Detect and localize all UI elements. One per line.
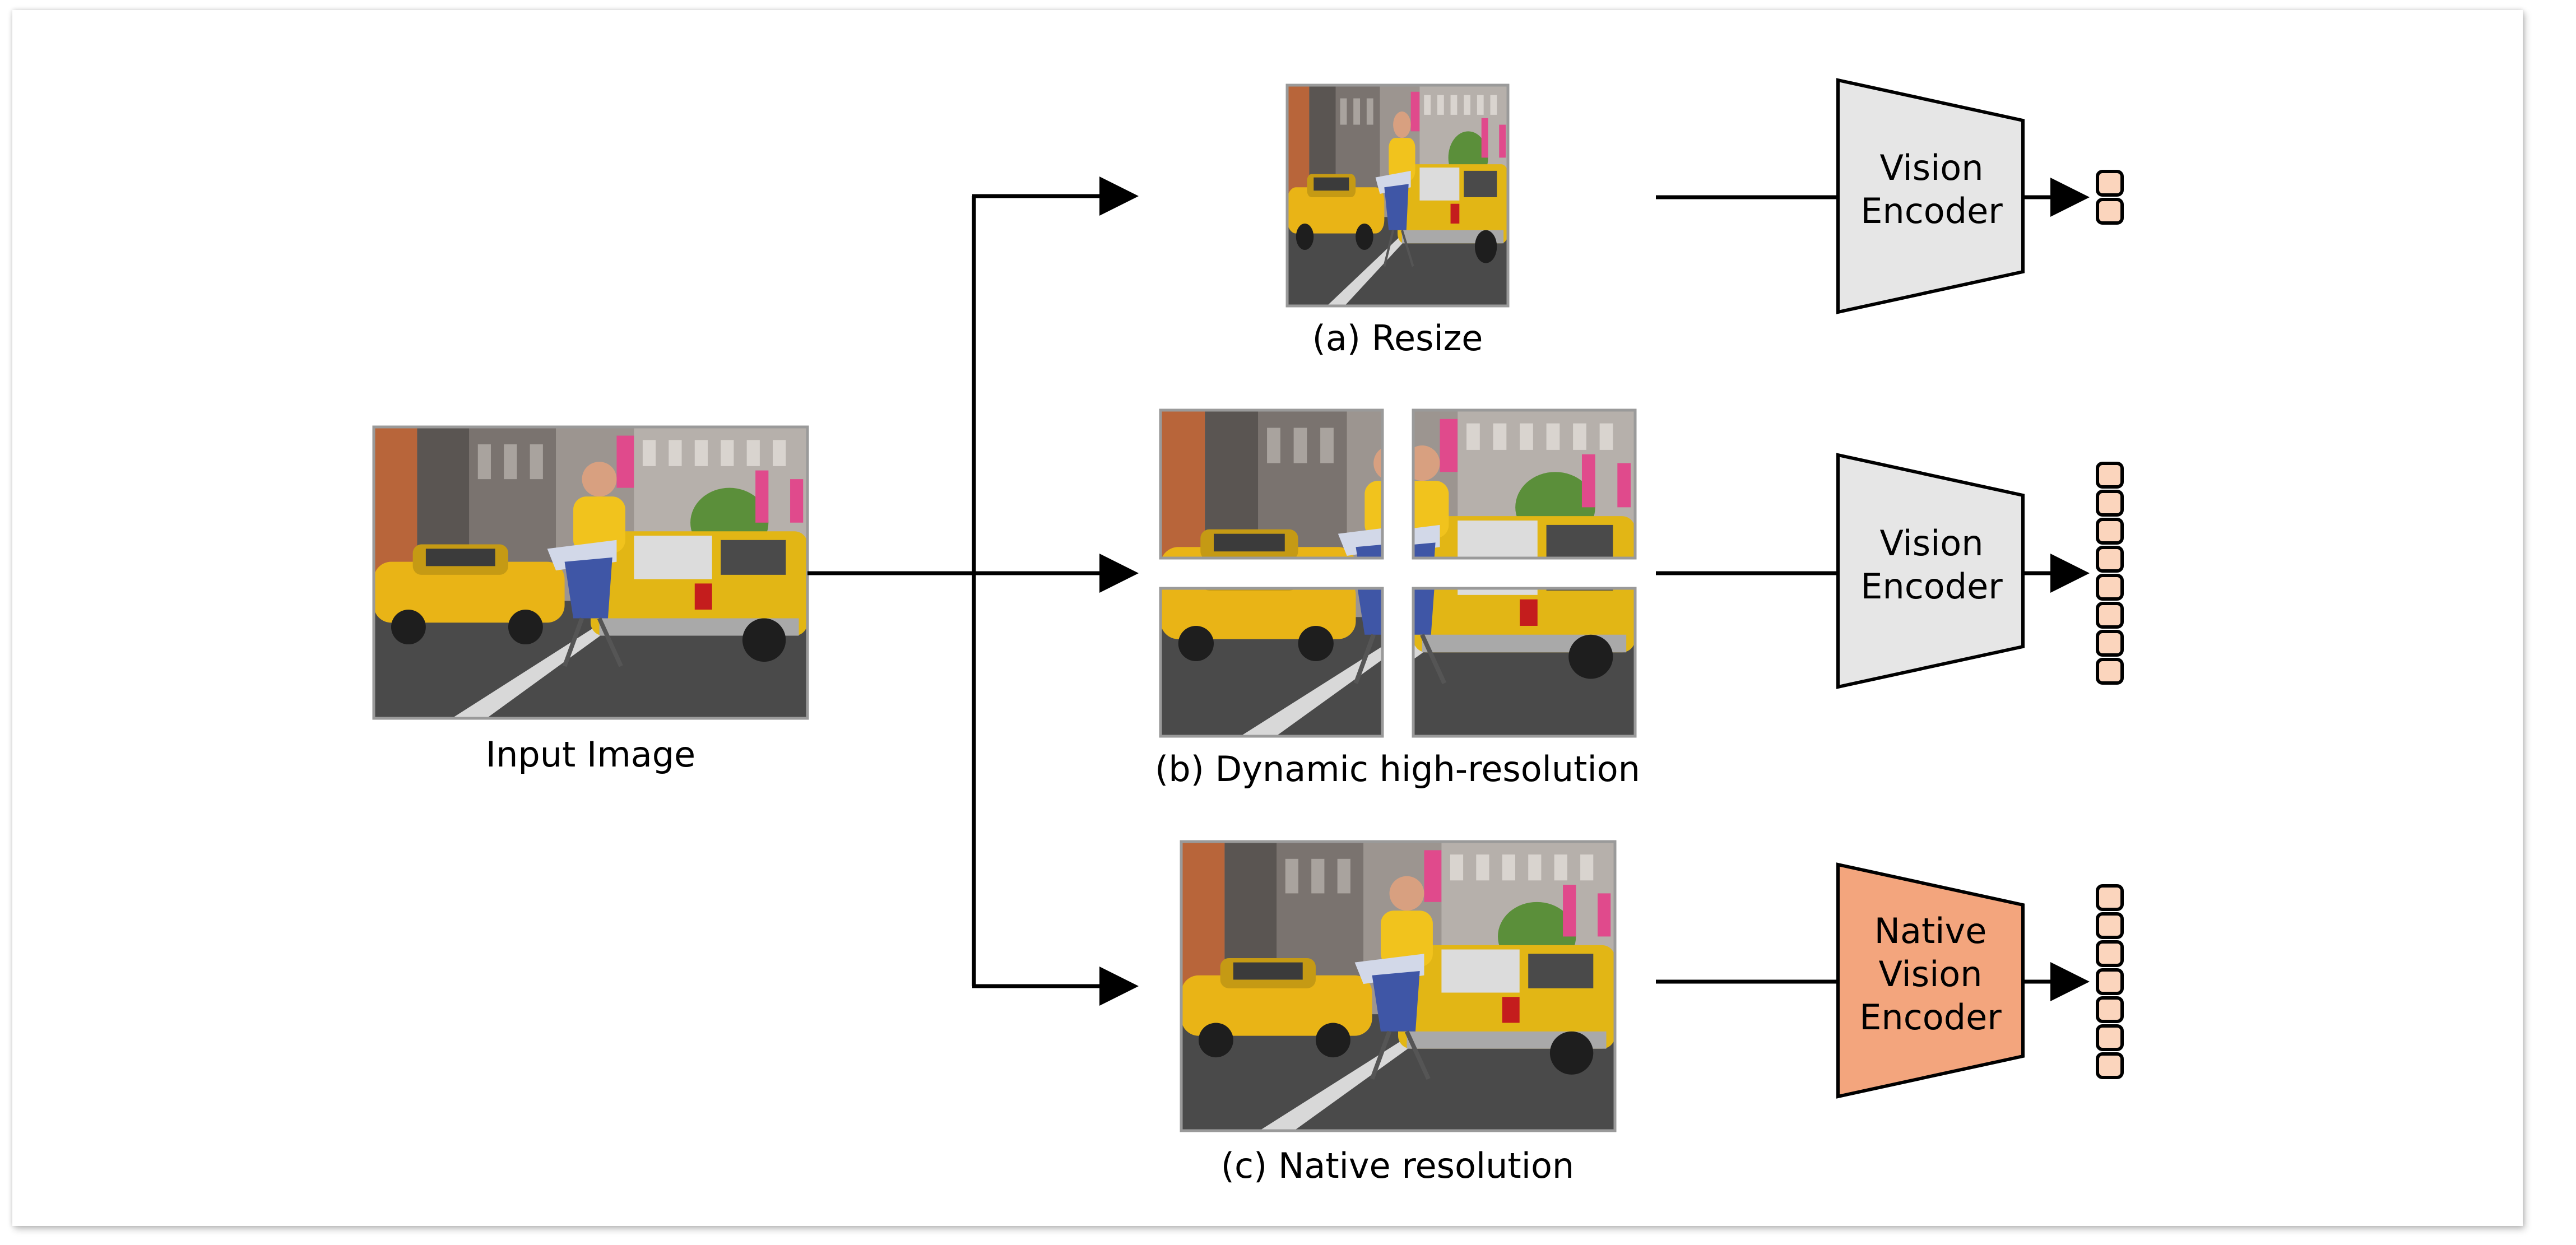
branch-arrows [807,176,1139,1006]
encoder-b-label-2: Encoder [1860,566,2003,607]
vision-encoder-a [1836,78,2025,314]
tile-top-left [1161,410,1382,558]
token-stack-a [2096,170,2124,225]
visual-token [2096,462,2124,489]
tile-top-right [1413,410,1635,558]
panel-a-caption: (a) Resize [1312,318,1483,359]
visual-token [2096,602,2124,629]
visual-token [2096,198,2124,225]
visual-token [2096,658,2124,685]
visual-token [2096,630,2124,657]
dynamic-tiles [1159,408,1637,738]
visual-token [2096,912,2124,939]
encoder-c-label-3: Encoder [1859,997,2002,1038]
visual-token [2096,996,2124,1023]
token-stack-c [2096,884,2124,1079]
visual-token [2096,968,2124,995]
native-image [1180,840,1617,1132]
tile-bottom-left [1161,588,1382,736]
visual-token [2096,940,2124,967]
resized-image [1285,83,1510,308]
visual-token [2096,170,2124,197]
visual-token [2096,884,2124,911]
visual-token [2096,574,2124,601]
token-stack-b [2096,462,2124,685]
visual-token [2096,1052,2124,1079]
input-image-caption: Input Image [486,734,695,775]
encoder-c-label-1: Native [1874,910,1987,951]
visual-token [2096,546,2124,573]
panel-c-caption: (c) Native resolution [1221,1145,1574,1186]
native-vision-encoder-c [1836,862,2025,1099]
encoder-a-label-2: Encoder [1860,191,2003,231]
input-image [372,425,809,720]
visual-token [2096,518,2124,545]
encoder-b-label-1: Vision [1879,523,1983,564]
tile-bottom-right [1413,588,1635,736]
panel-b-caption: (b) Dynamic high-resolution [1155,749,1640,789]
vision-encoder-b [1836,453,2025,689]
visual-token [2096,1024,2124,1051]
encoder-a-label-1: Vision [1879,147,1983,188]
encoder-c-label-2: Vision [1878,954,1982,995]
visual-token [2096,490,2124,517]
